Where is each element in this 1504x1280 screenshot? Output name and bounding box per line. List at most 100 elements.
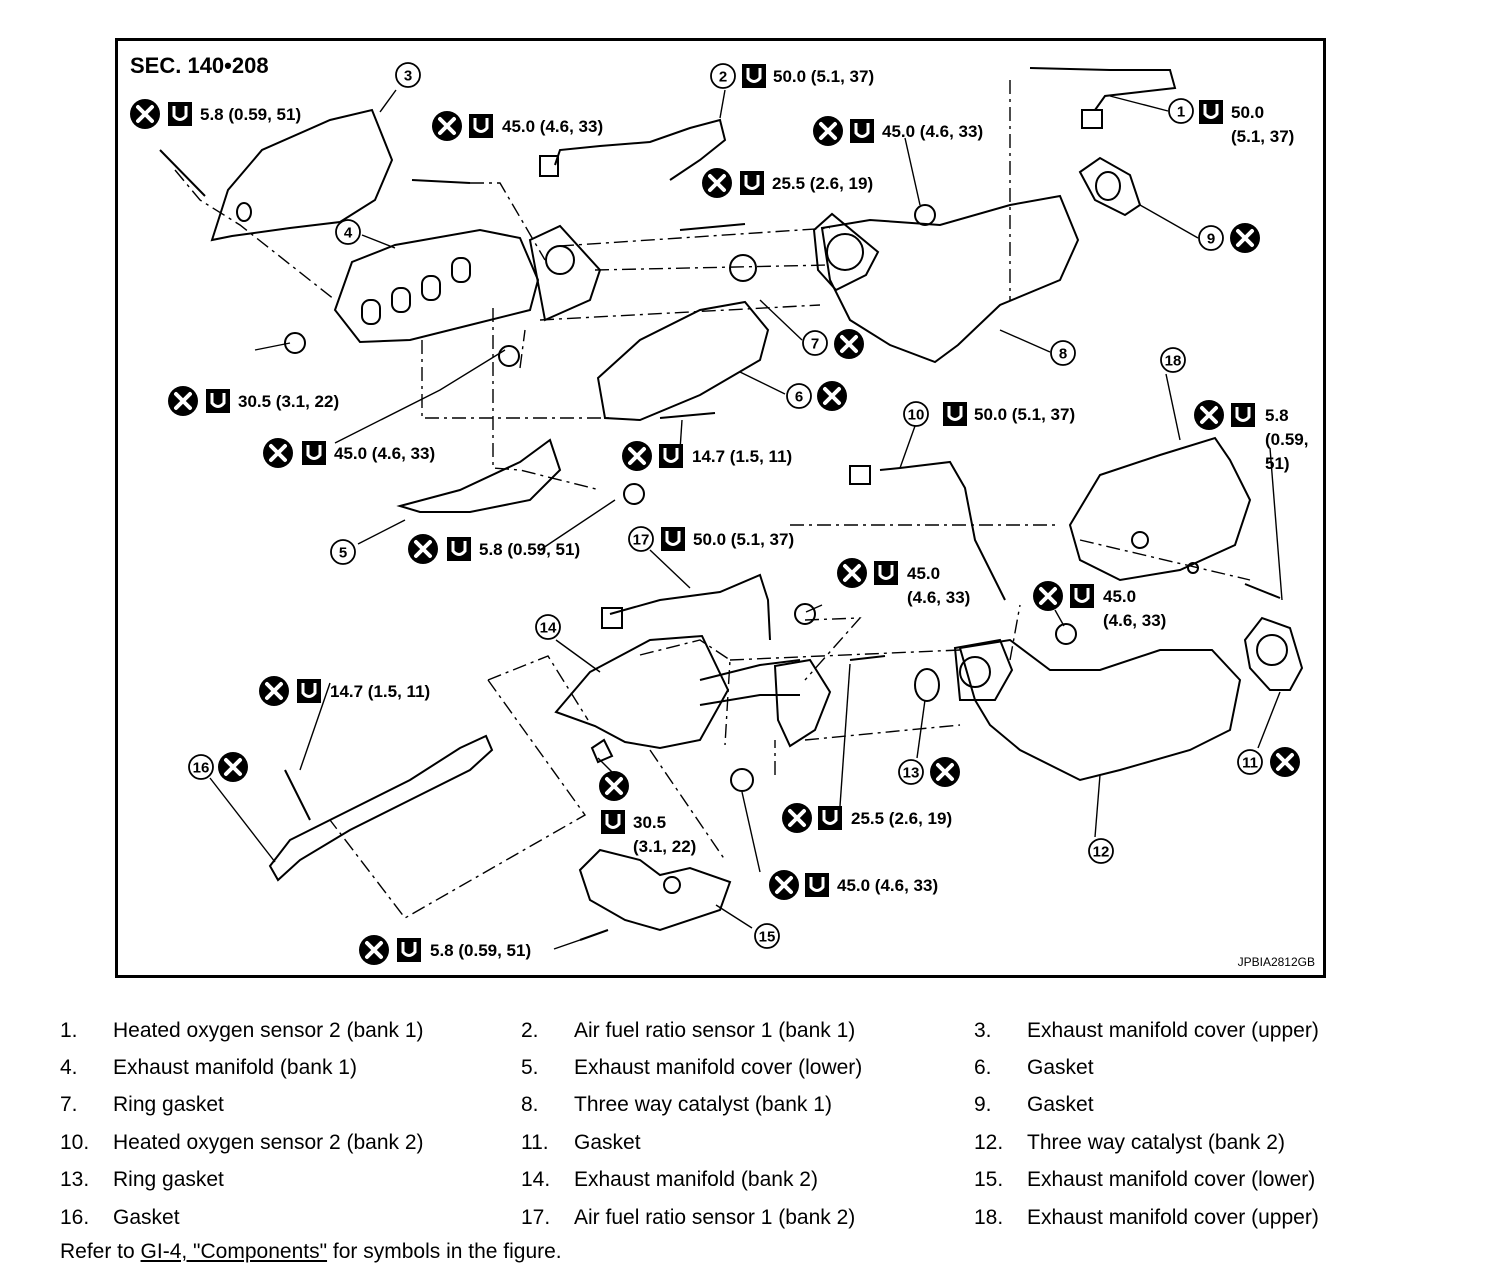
callout-9: 9 xyxy=(1198,225,1224,251)
exploded-view-figure: 5.8 (0.59, 51) 45.0 (4.6, 33) 50.0 (5.1, 3… xyxy=(115,38,1326,978)
callout-16: 16 xyxy=(188,754,214,780)
exhaust-manifold-cover-lower-bank2 xyxy=(578,848,732,932)
torque-wrench-icon xyxy=(805,873,829,897)
nonreusable-icon xyxy=(769,870,799,900)
torque-wrench-icon xyxy=(818,806,842,830)
catalyst-inlet-flange-bank1 xyxy=(812,212,880,292)
legend-number: 14. xyxy=(521,1168,551,1192)
flange-outlet xyxy=(545,245,575,275)
torque-value: 14.7 (1.5, 11) xyxy=(330,682,430,701)
manifold-flange-bank1 xyxy=(528,224,602,322)
callout-4: 4 xyxy=(335,219,361,245)
legend-text: Gasket xyxy=(574,1130,641,1154)
legend-number: 16. xyxy=(60,1205,90,1229)
torque-wrench-icon xyxy=(302,441,326,465)
callout-number: 15 xyxy=(759,929,776,946)
sensor-connector-1 xyxy=(1081,109,1103,129)
legend-text: Exhaust manifold (bank 2) xyxy=(574,1168,818,1192)
torque-wrench-icon xyxy=(661,527,685,551)
catalyst-inlet xyxy=(959,656,991,688)
nonreusable-icon xyxy=(1270,747,1300,777)
sensor-connector-10 xyxy=(849,465,871,485)
callout-number: 3 xyxy=(404,68,412,85)
callout-number: 5 xyxy=(339,545,347,562)
ring-gasket-bank1 xyxy=(729,254,757,282)
legend-text: Air fuel ratio sensor 1 (bank 1) xyxy=(574,1018,856,1042)
nonreusable-icon xyxy=(702,168,732,198)
legend-number: 17. xyxy=(521,1205,551,1229)
cover-hole xyxy=(1131,531,1149,549)
legend-number: 12. xyxy=(974,1130,1004,1154)
legend-text: Exhaust manifold cover (lower) xyxy=(574,1056,863,1080)
three-way-catalyst-bank2 xyxy=(958,638,1242,782)
legend-text: Three way catalyst (bank 2) xyxy=(1027,1130,1285,1154)
callout-2: 2 xyxy=(710,63,736,89)
torque-value: 50.0 (5.1, 37) xyxy=(974,405,1075,424)
legend-item: 4.Exhaust manifold (bank 1) xyxy=(60,1056,521,1080)
torque-wrench-icon xyxy=(1070,584,1094,608)
leader-and-center-lines xyxy=(174,80,1283,950)
legend-number: 2. xyxy=(521,1018,539,1042)
stud xyxy=(679,223,746,231)
section-number: SEC. 140•208 xyxy=(130,53,269,78)
callout-5: 5 xyxy=(330,539,356,565)
bolt xyxy=(159,149,206,197)
torque-wrench-icon xyxy=(740,171,764,195)
callout-15: 15 xyxy=(754,923,780,949)
callout-17: 17 xyxy=(628,526,654,552)
nut xyxy=(590,738,614,764)
legend-item: 2. Air fuel ratio sensor 1 (bank 1) xyxy=(521,1019,974,1043)
nonreusable-icon xyxy=(782,803,812,833)
exhaust-manifold-bank2 xyxy=(554,634,730,750)
part-drawings xyxy=(159,67,1304,941)
legend-text: Ring gasket xyxy=(113,1168,224,1192)
torque-wrench-icon xyxy=(943,402,967,426)
note-prefix: Refer to xyxy=(60,1240,141,1263)
torque-wrench-icon xyxy=(1231,403,1255,427)
legend-item: 3.Exhaust manifold cover (upper) xyxy=(974,1019,1440,1043)
torque-value: 25.5 (2.6, 19) xyxy=(851,809,952,828)
port xyxy=(361,299,381,325)
torque-value: 45.0 (4.6, 33) xyxy=(502,117,603,136)
components-link[interactable]: GI-4, "Components" xyxy=(140,1240,328,1263)
legend-text: Gasket xyxy=(1027,1093,1094,1117)
port xyxy=(451,257,471,283)
callout-number: 18 xyxy=(1165,353,1182,370)
legend-number: 7. xyxy=(60,1093,78,1117)
torque-value: (3.1, 22) xyxy=(633,837,696,856)
nonreusable-icon xyxy=(259,676,289,706)
gasket-bank2 xyxy=(268,734,494,882)
legend-item: 10.Heated oxygen sensor 2 (bank 2) xyxy=(60,1131,521,1155)
callout-3: 3 xyxy=(395,62,421,88)
torque-labels: 5.8 (0.59, 51) 45.0 (4.6, 33) 50.0 (5.1, 3… xyxy=(200,67,1308,960)
torque-value: 45.0 xyxy=(1103,587,1136,606)
catalyst-inlet-flange-bank2 xyxy=(953,638,1014,701)
nonreusable-icon xyxy=(837,558,867,588)
legend-item: 9.Gasket xyxy=(974,1093,1440,1117)
torque-value: 50.0 xyxy=(1231,103,1264,122)
legend-number: 18. xyxy=(974,1205,1004,1229)
torque-wrench-icon xyxy=(168,102,192,126)
torque-value: 5.8 (0.59, 51) xyxy=(200,105,301,124)
torque-value: 14.7 (1.5, 11) xyxy=(692,447,792,466)
torque-value: 50.0 (5.1, 37) xyxy=(773,67,874,86)
nonreusable-icon xyxy=(408,534,438,564)
callout-18: 18 xyxy=(1160,347,1186,373)
gasket-9 xyxy=(1078,156,1142,217)
torque-value: 45.0 xyxy=(907,564,940,583)
torque-wrench-icon xyxy=(469,114,493,138)
callout-number: 8 xyxy=(1059,346,1067,363)
torque-value: 5.8 xyxy=(1265,406,1289,425)
torque-value: (4.6, 33) xyxy=(1103,611,1166,630)
callout-number: 6 xyxy=(795,389,803,406)
callout-number: 16 xyxy=(193,760,210,777)
callout-11: 11 xyxy=(1237,749,1263,775)
nut xyxy=(498,345,520,367)
torque-wrench-icon xyxy=(397,938,421,962)
gasket-11-hole xyxy=(1256,634,1288,666)
bolt xyxy=(623,483,645,505)
legend-row: 1.Heated oxygen sensor 2 (bank 1)2.Air f… xyxy=(60,1012,1440,1049)
legend-item: 14. Exhaust manifold (bank 2) xyxy=(521,1168,974,1192)
